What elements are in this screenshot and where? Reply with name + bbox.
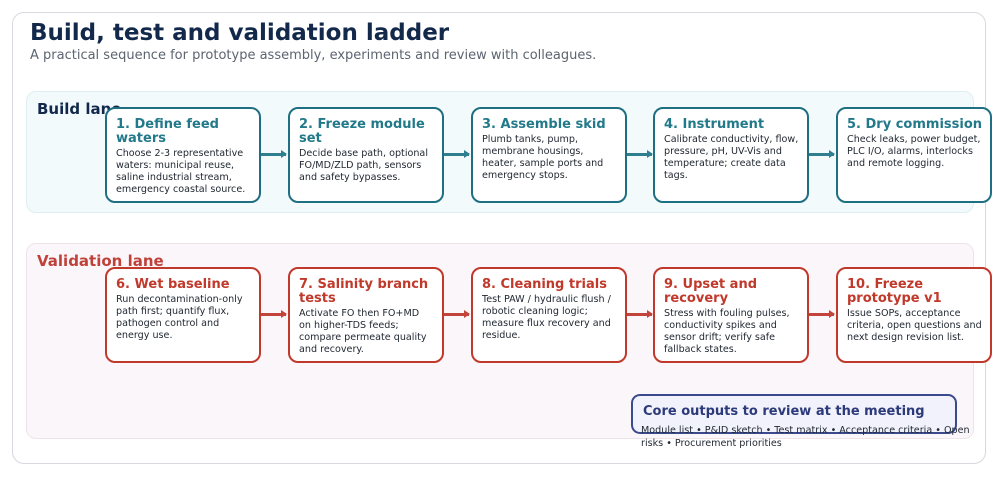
step-title: 4. Instrument bbox=[664, 117, 765, 132]
build-step-1: 1. Define feed waters Choose 2-3 represe… bbox=[105, 107, 261, 203]
core-outputs-list: Module list • P&ID sketch • Test matrix … bbox=[641, 425, 970, 449]
step-title: 6. Wet baseline bbox=[116, 277, 230, 292]
validation-step-9: 9. Upset and recovery Stress with foulin… bbox=[653, 267, 809, 363]
step-title: 8. Cleaning trials bbox=[482, 277, 607, 292]
validation-step-6: 6. Wet baseline Run decontamination-only… bbox=[105, 267, 261, 363]
page-subtitle: A practical sequence for prototype assem… bbox=[30, 48, 597, 63]
step-title: 5. Dry commission bbox=[847, 117, 983, 132]
validation-arrow-8-9 bbox=[627, 310, 653, 318]
build-lane-label: Build lane bbox=[37, 100, 122, 118]
validation-lane-label: Validation lane bbox=[37, 252, 164, 270]
step-body: Run decontamination-only path first; qua… bbox=[116, 294, 243, 341]
step-title: 3. Assemble skid bbox=[482, 117, 606, 132]
step-title: 10. Freeze prototype v1 bbox=[847, 277, 942, 306]
page-title: Build, test and validation ladder bbox=[30, 20, 450, 46]
validation-step-10: 10. Freeze prototype v1 Issue SOPs, acce… bbox=[836, 267, 992, 363]
build-step-4: 4. Instrument Calibrate conductivity, fl… bbox=[653, 107, 809, 203]
step-body: Decide base path, optional FO/MD/ZLD pat… bbox=[299, 148, 428, 183]
build-arrow-3-4 bbox=[627, 150, 653, 158]
step-body: Activate FO then FO+MD on higher-TDS fee… bbox=[299, 308, 427, 355]
build-step-2: 2. Freeze module set Decide base path, o… bbox=[288, 107, 444, 203]
step-title: 9. Upset and recovery bbox=[664, 277, 757, 306]
core-outputs-box: Core outputs to review at the meeting bbox=[631, 394, 957, 434]
step-body: Calibrate conductivity, flow, pressure, … bbox=[664, 134, 799, 181]
build-arrow-4-5 bbox=[809, 150, 835, 158]
validation-arrow-7-8 bbox=[444, 310, 470, 318]
build-arrow-2-3 bbox=[444, 150, 470, 158]
validation-step-8: 8. Cleaning trials Test PAW / hydraulic … bbox=[471, 267, 627, 363]
step-body: Check leaks, power budget, PLC I/O, alar… bbox=[847, 134, 981, 169]
step-body: Plumb tanks, pump, membrane housings, he… bbox=[482, 134, 604, 181]
validation-step-7: 7. Salinity branch tests Activate FO the… bbox=[288, 267, 444, 363]
step-body: Choose 2-3 representative waters: munici… bbox=[116, 148, 246, 195]
step-body: Issue SOPs, acceptance criteria, open qu… bbox=[847, 308, 982, 343]
step-title: 2. Freeze module set bbox=[299, 117, 425, 146]
step-body: Test PAW / hydraulic flush / robotic cle… bbox=[482, 294, 611, 341]
build-arrow-1-2 bbox=[261, 150, 287, 158]
validation-arrow-6-7 bbox=[261, 310, 287, 318]
step-body: Stress with fouling pulses, conductivity… bbox=[664, 308, 790, 355]
build-step-5: 5. Dry commission Check leaks, power bud… bbox=[836, 107, 992, 203]
core-outputs-title: Core outputs to review at the meeting bbox=[643, 404, 925, 419]
step-title: 7. Salinity branch tests bbox=[299, 277, 429, 306]
step-title: 1. Define feed waters bbox=[116, 117, 219, 146]
validation-arrow-9-10 bbox=[809, 310, 835, 318]
build-step-3: 3. Assemble skid Plumb tanks, pump, memb… bbox=[471, 107, 627, 203]
